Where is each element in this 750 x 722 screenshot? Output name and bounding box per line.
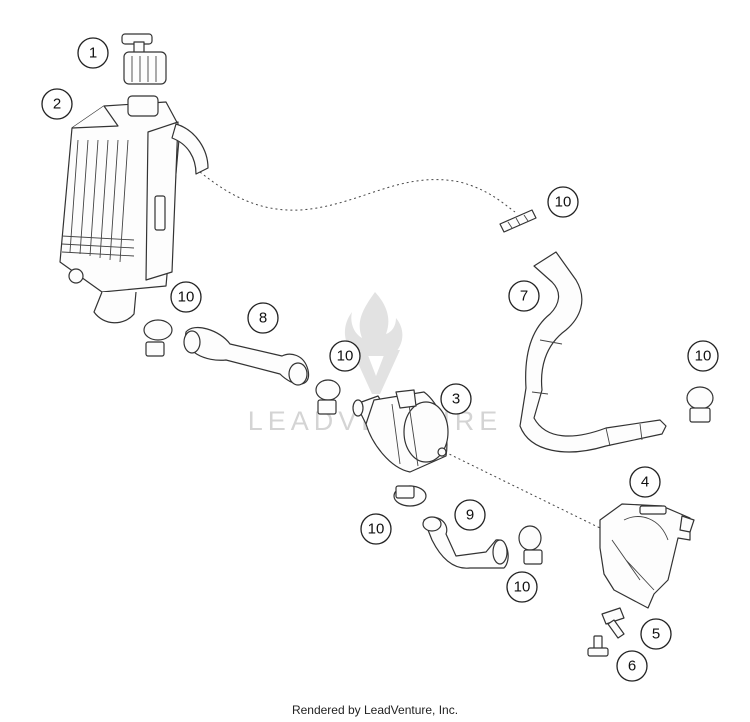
svg-text:6: 6 <box>628 658 636 675</box>
svg-text:1: 1 <box>89 45 97 62</box>
svg-text:5: 5 <box>652 626 660 643</box>
screw-6 <box>587 635 609 657</box>
svg-text:10: 10 <box>368 521 385 538</box>
callout-part-10-mid: 10 <box>360 513 392 545</box>
coolant-hose-long <box>519 251 667 453</box>
hose-clamp-upper <box>499 209 537 233</box>
svg-text:10: 10 <box>514 579 531 596</box>
callout-part-4: 4 <box>629 466 661 498</box>
svg-text:10: 10 <box>337 348 354 365</box>
callout-part-6: 6 <box>616 650 648 682</box>
svg-text:4: 4 <box>641 474 649 491</box>
svg-text:2: 2 <box>53 96 61 113</box>
flame-icon <box>344 292 403 356</box>
callout-part-2: 2 <box>41 88 73 120</box>
svg-text:10: 10 <box>178 289 195 306</box>
callout-part-5: 5 <box>640 618 672 650</box>
callout-part-9: 9 <box>454 499 486 531</box>
coolant-hose-short <box>422 516 509 569</box>
callout-part-8: 8 <box>247 302 279 334</box>
bolt-5 <box>601 607 625 639</box>
pump-bracket <box>599 503 695 609</box>
hose-clamp-mid <box>393 485 427 507</box>
radiator-cap <box>121 33 167 85</box>
leader-line-radiator-to-clamp <box>199 171 516 213</box>
svg-text:8: 8 <box>259 310 267 327</box>
v-mark <box>352 350 400 394</box>
hose-clamp-left <box>143 319 173 357</box>
radiator <box>59 95 209 324</box>
callout-part-7: 7 <box>508 280 540 312</box>
callout-part-10-center: 10 <box>329 340 361 372</box>
hose-clamp-lower <box>518 525 543 565</box>
svg-text:9: 9 <box>466 507 474 524</box>
svg-text:10: 10 <box>555 194 572 211</box>
svg-text:7: 7 <box>520 288 528 305</box>
callout-part-10-right: 10 <box>687 340 719 372</box>
water-pump <box>352 389 449 473</box>
hose-clamp-center <box>315 379 341 415</box>
leader-line-pump-to-bracket <box>444 451 601 529</box>
svg-text:3: 3 <box>452 391 460 408</box>
callout-part-10-left: 10 <box>170 281 202 313</box>
callout-part-10-lower: 10 <box>506 571 538 603</box>
footer-credit: Rendered by LeadVenture, Inc. <box>291 703 459 717</box>
svg-text:10: 10 <box>695 348 712 365</box>
callout-part-10-upper: 10 <box>547 186 579 218</box>
callout-part-1: 1 <box>77 37 109 69</box>
hose-clamp-right <box>686 386 714 423</box>
coolant-hose-lower-left <box>183 327 310 386</box>
callout-part-3: 3 <box>440 383 472 415</box>
